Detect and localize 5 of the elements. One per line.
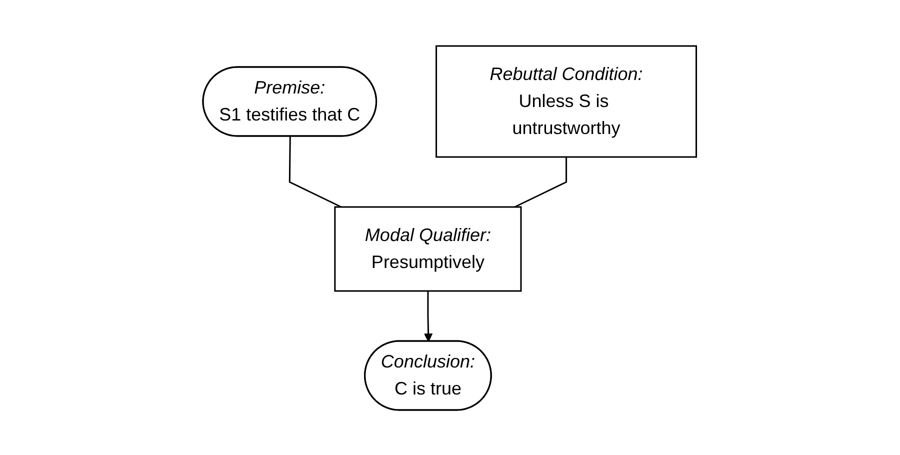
connector [289,136,342,208]
node-box: Modal Qualifier: Presumptively [334,206,522,292]
node-box: Rebuttal Condition: Unless S is untrustworthy [436,44,698,158]
connector [514,156,568,208]
arrow [424,290,434,342]
